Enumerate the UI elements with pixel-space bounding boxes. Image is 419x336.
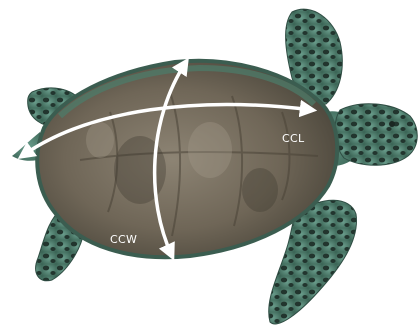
ccw-label: CCW xyxy=(110,233,137,246)
ccl-label: CCL xyxy=(282,132,305,145)
turtle-head xyxy=(335,104,417,166)
turtle-eye xyxy=(389,121,395,127)
